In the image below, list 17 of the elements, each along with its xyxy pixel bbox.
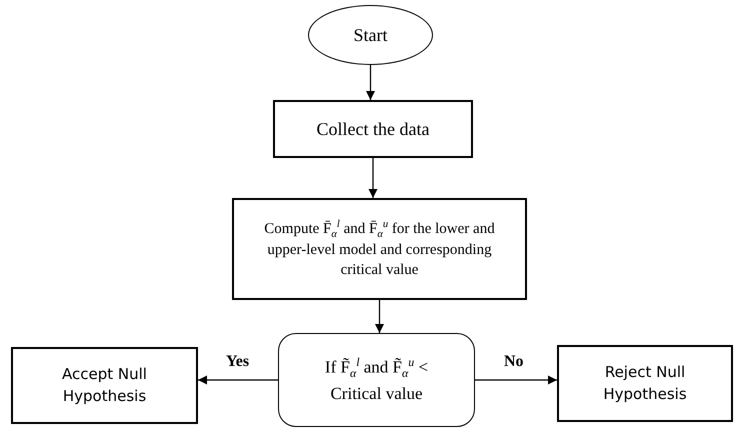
- arrow: [375, 300, 384, 333]
- arrow: [366, 65, 375, 100]
- start-ellipse: [308, 5, 433, 65]
- decision-box: [278, 333, 475, 427]
- process-box: [557, 345, 733, 422]
- process-box: [273, 100, 473, 158]
- arrow: [368, 158, 378, 198]
- node-text: Start: [354, 24, 388, 47]
- node-text: If F̃$_{α}$$^{l}$ and F̃$_{α}$$^{u}$ < Critical value: [324, 354, 430, 405]
- arrow: [198, 376, 278, 384]
- node-text: Reject Null Hypothesis: [602, 362, 688, 404]
- node-text: Accept Null Hypothesis: [61, 364, 148, 406]
- node-text: Compute F̄$_{α}$$^{l}$ and F̄$_{α}$$^{u}$ for the lower and upper-level model and corresponding critical value: [263, 218, 496, 280]
- arrow: [475, 376, 557, 384]
- node-text: Collect the data: [316, 118, 430, 141]
- process-box: [11, 347, 198, 424]
- process-box: [232, 198, 527, 300]
